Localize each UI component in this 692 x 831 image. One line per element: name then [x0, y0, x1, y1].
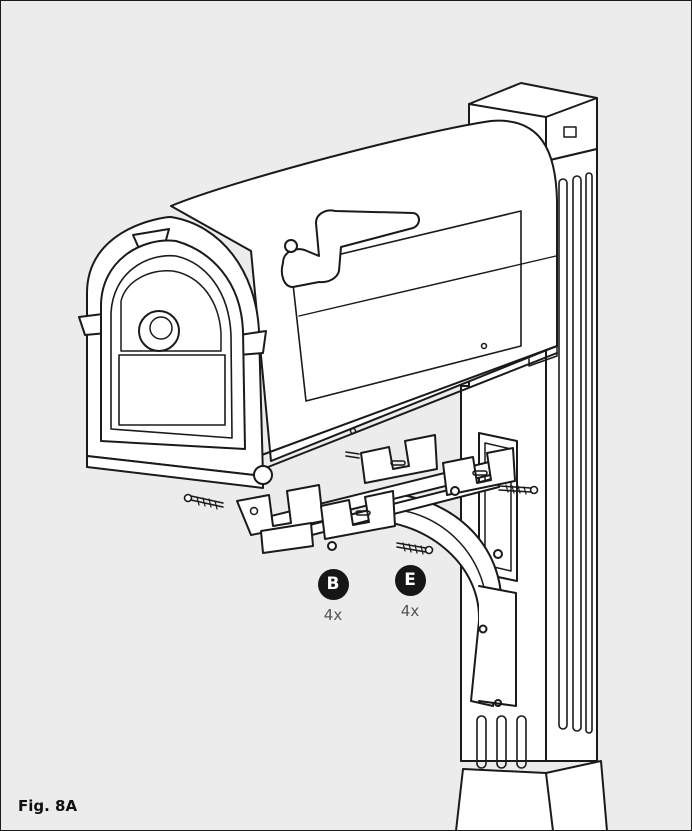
callout-b-letter: B: [317, 569, 349, 600]
callout-e-quantity: 4x: [400, 602, 420, 620]
screws: [183, 451, 539, 555]
figure-caption: Fig. 8A: [18, 797, 78, 815]
post-base: [455, 760, 608, 830]
callout-b-quantity: 4x: [323, 606, 343, 624]
callout-e-letter: E: [394, 565, 426, 596]
mailbox-flag: [280, 209, 420, 288]
callout-e: E 4x: [390, 565, 430, 620]
mailbox-body: [170, 119, 558, 462]
mailbox: [78, 119, 558, 489]
callout-b: B 4x: [313, 569, 353, 624]
mounting-bracket: [236, 434, 516, 554]
